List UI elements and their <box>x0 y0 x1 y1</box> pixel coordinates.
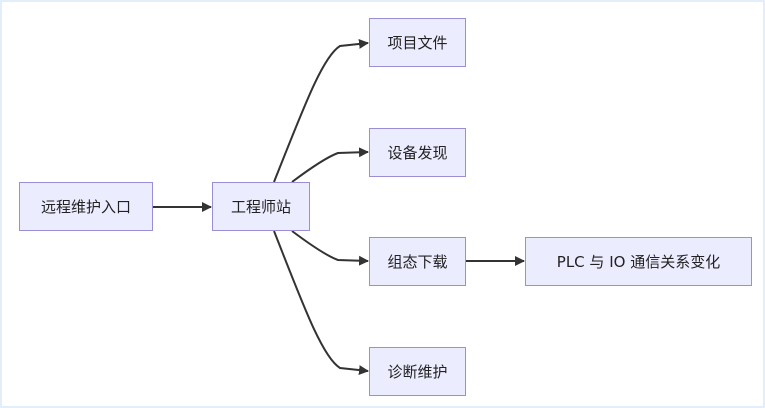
node-label: 组态下载 <box>387 253 448 271</box>
node-label: 远程维护入口 <box>40 198 131 216</box>
edge-engineering-to-config-download <box>291 230 369 266</box>
edge-engineering-to-device-discovery <box>291 147 369 183</box>
node-project-files: 项目文件 <box>369 18 466 67</box>
node-label: 项目文件 <box>387 34 448 52</box>
edge-engineering-to-project-files <box>273 38 369 183</box>
node-device-discovery: 设备发现 <box>369 128 466 177</box>
node-plc-io-communication-change: PLC 与 IO 通信关系变化 <box>525 237 752 286</box>
node-label: 设备发现 <box>387 144 448 162</box>
node-diagnostic-maintenance: 诊断维护 <box>369 347 466 396</box>
node-label: 诊断维护 <box>387 363 448 381</box>
node-remote-maintenance-entry: 远程维护入口 <box>19 182 153 231</box>
node-config-download: 组态下载 <box>369 237 466 286</box>
node-engineering-station: 工程师站 <box>212 182 310 231</box>
node-label: PLC 与 IO 通信关系变化 <box>556 253 721 271</box>
edge-engineering-to-diagnostic <box>273 230 369 376</box>
node-label: 工程师站 <box>230 198 291 216</box>
